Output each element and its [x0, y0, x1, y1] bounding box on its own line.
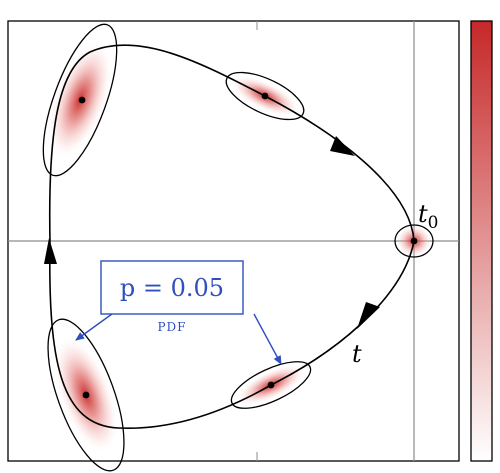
ellipse-start — [394, 224, 434, 258]
uncertainty-ellipses — [42, 23, 434, 472]
colorbar — [470, 20, 493, 462]
start-time-subscript: 0 — [428, 213, 439, 233]
annotation-box — [100, 260, 244, 315]
time-label: t — [352, 340, 362, 368]
ellipse-lower-right — [230, 361, 312, 409]
direction-arrow-upper — [330, 136, 355, 156]
ellipse-upper-left — [42, 23, 118, 177]
direction-arrow-left — [44, 238, 57, 264]
pointer-to-density — [253, 313, 282, 365]
direction-arrow-lower — [357, 302, 380, 329]
ellipse-top — [225, 71, 305, 121]
pdf-label: PDF — [157, 320, 186, 334]
pointer-to-ellipse — [75, 313, 113, 341]
start-time-label: t0 — [418, 200, 438, 233]
ellipse-lower-left — [47, 318, 125, 472]
probability-label: p = 0.05 — [120, 274, 224, 302]
mean-points — [78, 92, 418, 399]
